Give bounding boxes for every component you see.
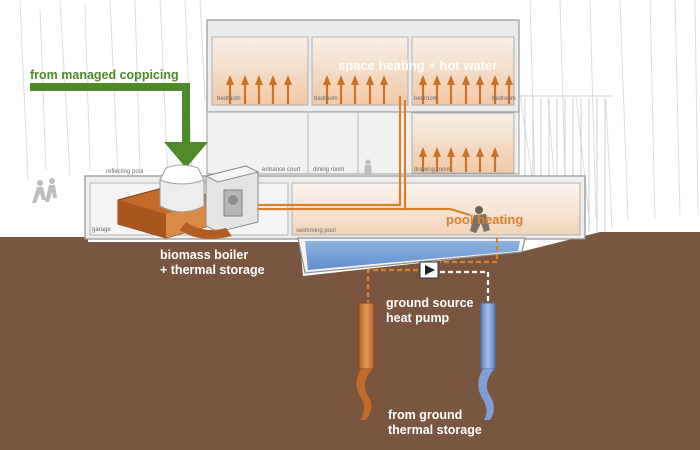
biomass-boiler-icon: [117, 164, 260, 239]
biomass-label-line1: biomass boiler: [160, 248, 249, 262]
gshp-label-line1: ground source: [386, 296, 474, 310]
pump-symbol-icon: [419, 261, 439, 279]
heating-pipes: [256, 96, 471, 217]
drawing-room: [411, 112, 515, 174]
heat-arrow-upper-5-head: [284, 75, 292, 85]
swimmer-figure-icon: [470, 206, 490, 233]
ground-label-line2: thermal storage: [388, 423, 482, 437]
room-label-dining-room: dining room: [313, 167, 345, 173]
pool-water: [305, 241, 520, 270]
heat-arrow-upper-2-head: [241, 75, 249, 85]
room-label-bedroom-3: bedroom: [414, 96, 438, 102]
heat-arrow-drawing-3-head: [447, 147, 455, 157]
room-label-bedroom-1: bedroom: [217, 96, 241, 102]
heat-arrow-upper-12-head: [433, 75, 441, 85]
background-building-fins: [515, 95, 612, 232]
room-label-entrance-court: entrance court: [262, 167, 301, 173]
room-label-bedroom-4: bedroom: [492, 96, 516, 102]
pool-heating-label: pool heating: [446, 212, 524, 227]
room-label-reflecting-pool: reflecting pool: [106, 169, 144, 175]
heat-arrow-upper-17-head: [505, 75, 513, 85]
heat-arrow-upper-4-head: [269, 75, 277, 85]
heat-arrow-drawing-2-head: [433, 147, 441, 157]
room-label-drawing-room: drawing room: [414, 167, 451, 173]
heat-arrow-upper-10-head: [380, 75, 388, 85]
gshp-label-line2: heat pump: [386, 311, 450, 325]
heat-arrow-drawing-1-head: [419, 147, 427, 157]
room-label-bedroom-2: bedroom: [314, 96, 338, 102]
people-figures-icon: [32, 159, 372, 203]
room-label-garage: garage: [92, 227, 111, 233]
ground-label-line1: from ground: [388, 408, 463, 422]
earth-ground: [0, 232, 700, 450]
heat-arrow-upper-14-head: [462, 75, 470, 85]
room-label-swimming-pool: swimming pool: [296, 228, 336, 234]
heat-arrow-upper-6-head: [323, 75, 331, 85]
heat-arrow-upper-16-head: [491, 75, 499, 85]
heat-arrow-upper-9-head: [366, 75, 374, 85]
ground-storage-pipes: [356, 302, 496, 420]
space-heating-label: space heating + hot water: [338, 58, 498, 73]
bedroom-room-3: [411, 36, 515, 106]
heat-arrow-upper-11-head: [419, 75, 427, 85]
drawing-room-heat-arrows: [419, 147, 499, 172]
heat-arrow-upper-8-head: [351, 75, 359, 85]
heat-arrow-upper-15-head: [476, 75, 484, 85]
biomass-label-line2: + thermal storage: [160, 263, 265, 277]
coppicing-arrow: [30, 83, 208, 168]
heat-arrow-upper-1-head: [226, 75, 234, 85]
heat-arrow-drawing-5-head: [476, 147, 484, 157]
heat-arrow-drawing-6-head: [491, 147, 499, 157]
heat-arrow-upper-7-head: [337, 75, 345, 85]
heat-arrow-drawing-4-head: [462, 147, 470, 157]
ground-loop-pipes: [366, 238, 499, 305]
upper-floor-heat-arrows: [226, 75, 513, 104]
coppicing-label: from managed coppicing: [30, 68, 179, 82]
heat-arrow-upper-3-head: [255, 75, 263, 85]
heat-arrow-upper-13-head: [447, 75, 455, 85]
